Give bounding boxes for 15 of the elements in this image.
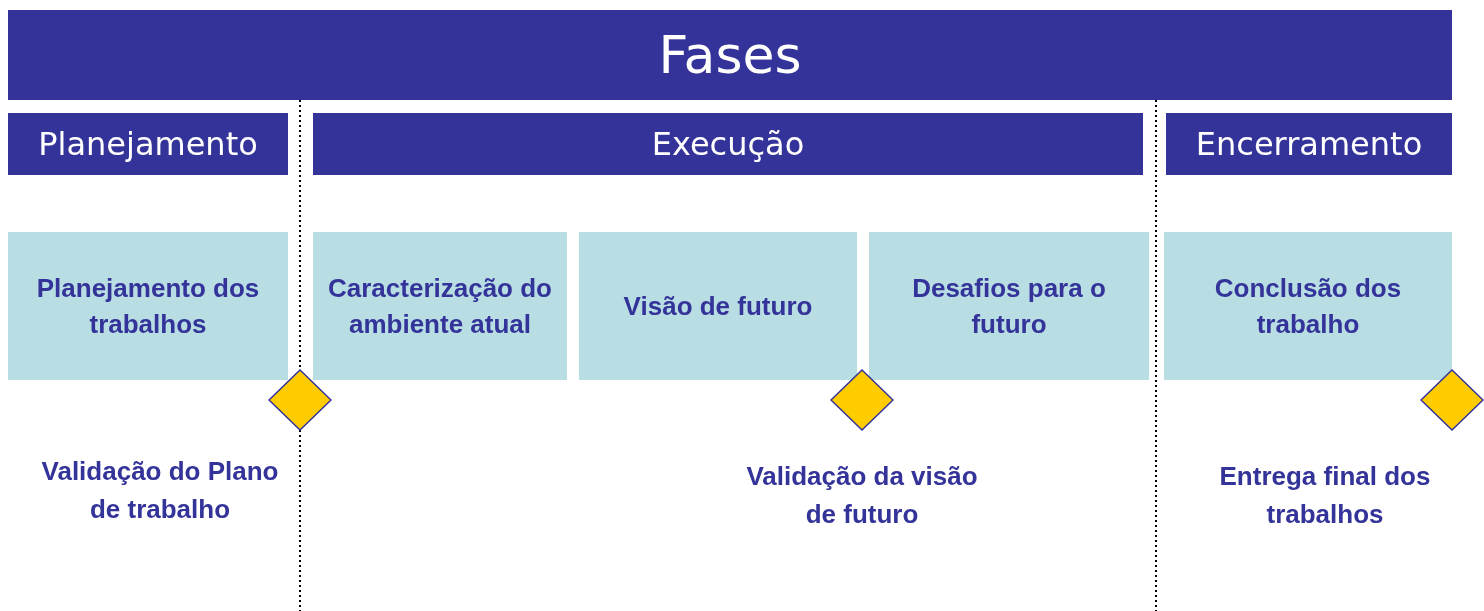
milestone-label: Validação do Plano de trabalho — [40, 455, 280, 526]
activity-box: Caracterização do ambiente atual — [313, 232, 567, 380]
phase-header: Planejamento — [8, 113, 288, 175]
phase-header: Execução — [313, 113, 1143, 175]
milestone-label: Entrega final dos trabalhos — [1218, 460, 1432, 531]
milestone-label: Validação da visão de futuro — [745, 460, 979, 531]
diamond-marker — [268, 369, 332, 431]
activity-box: Desafios para o futuro — [869, 232, 1149, 380]
activity-box: Planejamento dos trabalhos — [8, 232, 288, 380]
diamond-marker — [830, 369, 894, 431]
activity-box: Conclusão dos trabalho — [1164, 232, 1452, 380]
phase-header: Encerramento — [1166, 113, 1452, 175]
title-bar: Fases — [8, 10, 1452, 100]
diamond-marker — [1420, 369, 1484, 431]
activity-box: Visão de futuro — [579, 232, 857, 380]
